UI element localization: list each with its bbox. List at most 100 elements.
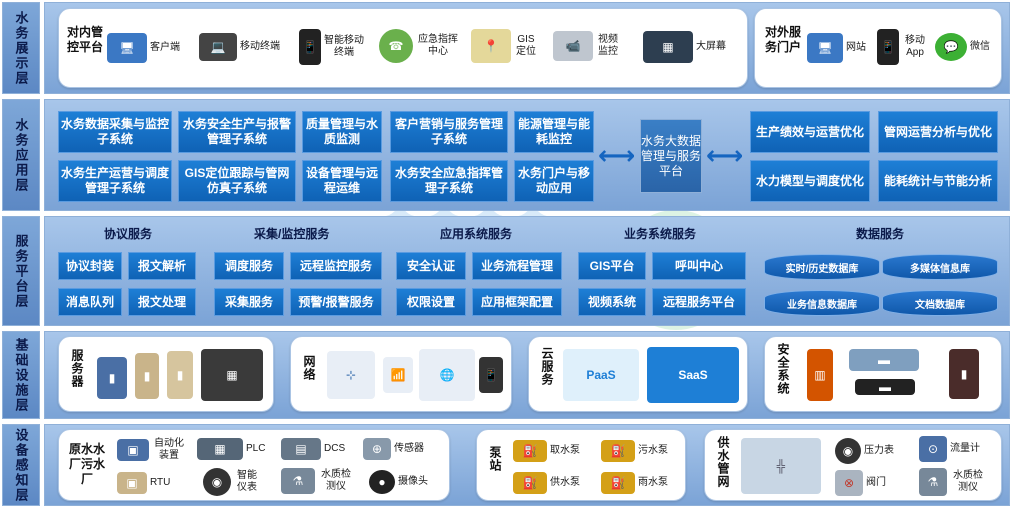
app-module-right-2[interactable]: 管网运营分析与优化 <box>878 111 998 153</box>
app-module-right-3[interactable]: 水力模型与调度优化 <box>750 160 870 202</box>
svc-message-queue[interactable]: 消息队列 <box>58 288 122 316</box>
app-module-2[interactable]: 水务安全生产与报警管理子系统 <box>178 111 296 153</box>
app-module-3[interactable]: 质量管理与水质监测 <box>302 111 382 153</box>
db-business-info[interactable]: 业务信息数据库 <box>764 290 880 316</box>
app-module-4[interactable]: 客户营销与服务管理子系统 <box>390 111 508 153</box>
svc-workflow[interactable]: 业务流程管理 <box>472 252 562 280</box>
big-data-platform[interactable]: 水务大数据管理与服务平台 <box>640 119 702 193</box>
network-box: 网络 ⊹ 📶 🌐 📱 <box>290 336 512 412</box>
app-module-right-4[interactable]: 能耗统计与节能分析 <box>878 160 998 202</box>
svc-dispatch[interactable]: 调度服务 <box>214 252 284 280</box>
wifi-antenna-icon: 📶 <box>383 357 413 393</box>
layer-label-infrastructure: 基础设施层 <box>2 331 40 419</box>
security-box: 安全系统 ▥ ▬ ▬ ▮ <box>764 336 1002 412</box>
water-pump-icon: ⛽ <box>513 440 547 462</box>
db-multimedia[interactable]: 多媒体信息库 <box>882 254 998 280</box>
server-tower-icon: ▮ <box>167 351 193 399</box>
network-nodes-icon: 🌐 <box>419 349 475 401</box>
svc-auth[interactable]: 安全认证 <box>396 252 466 280</box>
display-item-wechat: 💬 微信 <box>935 33 990 61</box>
map-pin-icon: 📍 <box>471 29 511 63</box>
group-protocol-service: 协议服务 <box>104 227 153 241</box>
plant-title: 原水水厂污水厂 <box>68 442 105 486</box>
group-biz-service: 业务系统服务 <box>624 227 697 241</box>
display-item-big-screen: ▦ 大屏幕 <box>643 31 726 63</box>
display-item-mobile-terminal: 💻 移动终端 <box>199 33 280 61</box>
plant-box: 原水水厂污水厂 ▣ 自动化装置 ▦ PLC ▤ DCS ⊕ 传感器 ▣ RTU … <box>58 429 450 501</box>
bidirectional-arrow-icon: ⟷ <box>598 140 636 170</box>
internal-platform-title: 对内管控平台 <box>67 25 104 54</box>
pump-item-supply: ⛽ 供水泵 <box>513 472 580 494</box>
water-quality-analyzer-icon: ⚗ <box>281 468 315 494</box>
webcam-icon: ● <box>369 470 395 494</box>
pipe-network-icon: ╬ <box>741 438 821 494</box>
pipe-item-flow: ⊙ 流量计 <box>919 436 980 462</box>
pump-title: 泵站 <box>488 446 502 472</box>
svc-message-parsing[interactable]: 报文解析 <box>128 252 196 280</box>
security-rack-icon: ▮ <box>949 349 979 399</box>
app-module-right-1[interactable]: 生产绩效与运营优化 <box>750 111 870 153</box>
plant-item-smart-meter: ◉ 智能仪表 <box>203 468 260 496</box>
svc-call-center[interactable]: 呼叫中心 <box>652 252 746 280</box>
display-item-video: 📹 视频监控 <box>553 31 620 61</box>
display-item-website: 🖥 网站 <box>807 33 866 63</box>
svc-protocol-encapsulation[interactable]: 协议封装 <box>58 252 122 280</box>
layer-label-service: 服务平台层 <box>2 216 40 326</box>
plc-icon: ▦ <box>197 438 243 460</box>
app-module-10[interactable]: 水务门户与移动应用 <box>514 160 594 202</box>
pump-item-sewage: ⛽ 污水泵 <box>601 440 668 462</box>
server-tower-icon: ▮ <box>97 357 127 399</box>
sensor-icon: ⊕ <box>363 438 391 460</box>
pipe-item-water-quality: ⚗ 水质检测仪 <box>919 468 986 496</box>
svc-remote-monitor[interactable]: 远程监控服务 <box>290 252 382 280</box>
valve-icon: ⊗ <box>835 470 863 496</box>
app-module-5[interactable]: 能源管理与能耗监控 <box>514 111 594 153</box>
automation-device-icon: ▣ <box>117 439 149 461</box>
wireless-device-icon: 📱 <box>479 357 503 393</box>
group-collect-service: 采集/监控服务 <box>254 227 330 241</box>
display-item-client: 🖥 客户端 <box>107 33 180 63</box>
cctv-camera-icon: 📹 <box>553 31 593 61</box>
plant-item-sensor: ⊕ 传感器 <box>363 438 424 460</box>
flow-meter-icon: ⊙ <box>919 436 947 462</box>
db-document[interactable]: 文档数据库 <box>882 290 998 316</box>
display-item-app: 📱 移动App <box>877 29 928 65</box>
website-monitor-icon: 🖥 <box>807 33 843 63</box>
app-module-6[interactable]: 水务生产运营与调度管理子系统 <box>58 160 172 202</box>
pressure-gauge-icon: ◉ <box>835 438 861 464</box>
laptop-icon: 💻 <box>199 33 237 61</box>
plant-item-camera: ● 摄像头 <box>369 470 428 494</box>
db-realtime-history[interactable]: 实时/历史数据库 <box>764 254 880 280</box>
svc-message-processing[interactable]: 报文处理 <box>128 288 196 316</box>
server-tower-icon: ▮ <box>135 353 159 399</box>
layer-label-perception: 设备感知层 <box>2 424 40 506</box>
bidirectional-arrow-icon: ⟷ <box>706 140 744 170</box>
water-pump-icon: ⛽ <box>601 472 635 494</box>
video-wall-icon: ▦ <box>643 31 693 63</box>
display-item-emergency: ☎ 应急指挥中心 <box>379 29 460 63</box>
internal-platform-box: 对内管控平台 🖥 客户端 💻 移动终端 📱 智能移动终端 ☎ 应急指挥中心 📍 … <box>58 8 748 88</box>
svc-framework[interactable]: 应用框架配置 <box>472 288 562 316</box>
group-app-service: 应用系统服务 <box>440 227 513 241</box>
display-item-gis: 📍 GIS定位 <box>471 29 538 63</box>
svc-video-system[interactable]: 视频系统 <box>578 288 646 316</box>
app-module-8[interactable]: 设备管理与远程运维 <box>302 160 382 202</box>
svc-gis-platform[interactable]: GIS平台 <box>578 252 646 280</box>
mobile-app-icon: 📱 <box>877 29 899 65</box>
svc-alarm[interactable]: 预警/报警服务 <box>290 288 382 316</box>
pipe-item-pressure: ◉ 压力表 <box>835 438 894 464</box>
svc-collect[interactable]: 采集服务 <box>214 288 284 316</box>
saas-cloud-icon: SaaS <box>647 347 739 403</box>
server-rack-icon: ▦ <box>201 349 263 401</box>
external-portal-box: 对外服务门户 🖥 网站 📱 移动App 💬 微信 <box>754 8 1002 88</box>
display-item-smart-mobile: 📱 智能移动终端 <box>299 29 364 65</box>
plant-item-dcs: ▤ DCS <box>281 438 345 460</box>
plant-item-rtu: ▣ RTU <box>117 472 170 494</box>
app-module-1[interactable]: 水务数据采集与监控子系统 <box>58 111 172 153</box>
svc-remote-service[interactable]: 远程服务平台 <box>652 288 746 316</box>
svc-permission[interactable]: 权限设置 <box>396 288 466 316</box>
app-module-9[interactable]: 水务安全应急指挥管理子系统 <box>390 160 508 202</box>
pump-item-intake: ⛽ 取水泵 <box>513 440 580 462</box>
network-topology-icon: ⊹ <box>327 351 375 399</box>
app-module-7[interactable]: GIS定位跟踪与管网仿真子系统 <box>178 160 296 202</box>
